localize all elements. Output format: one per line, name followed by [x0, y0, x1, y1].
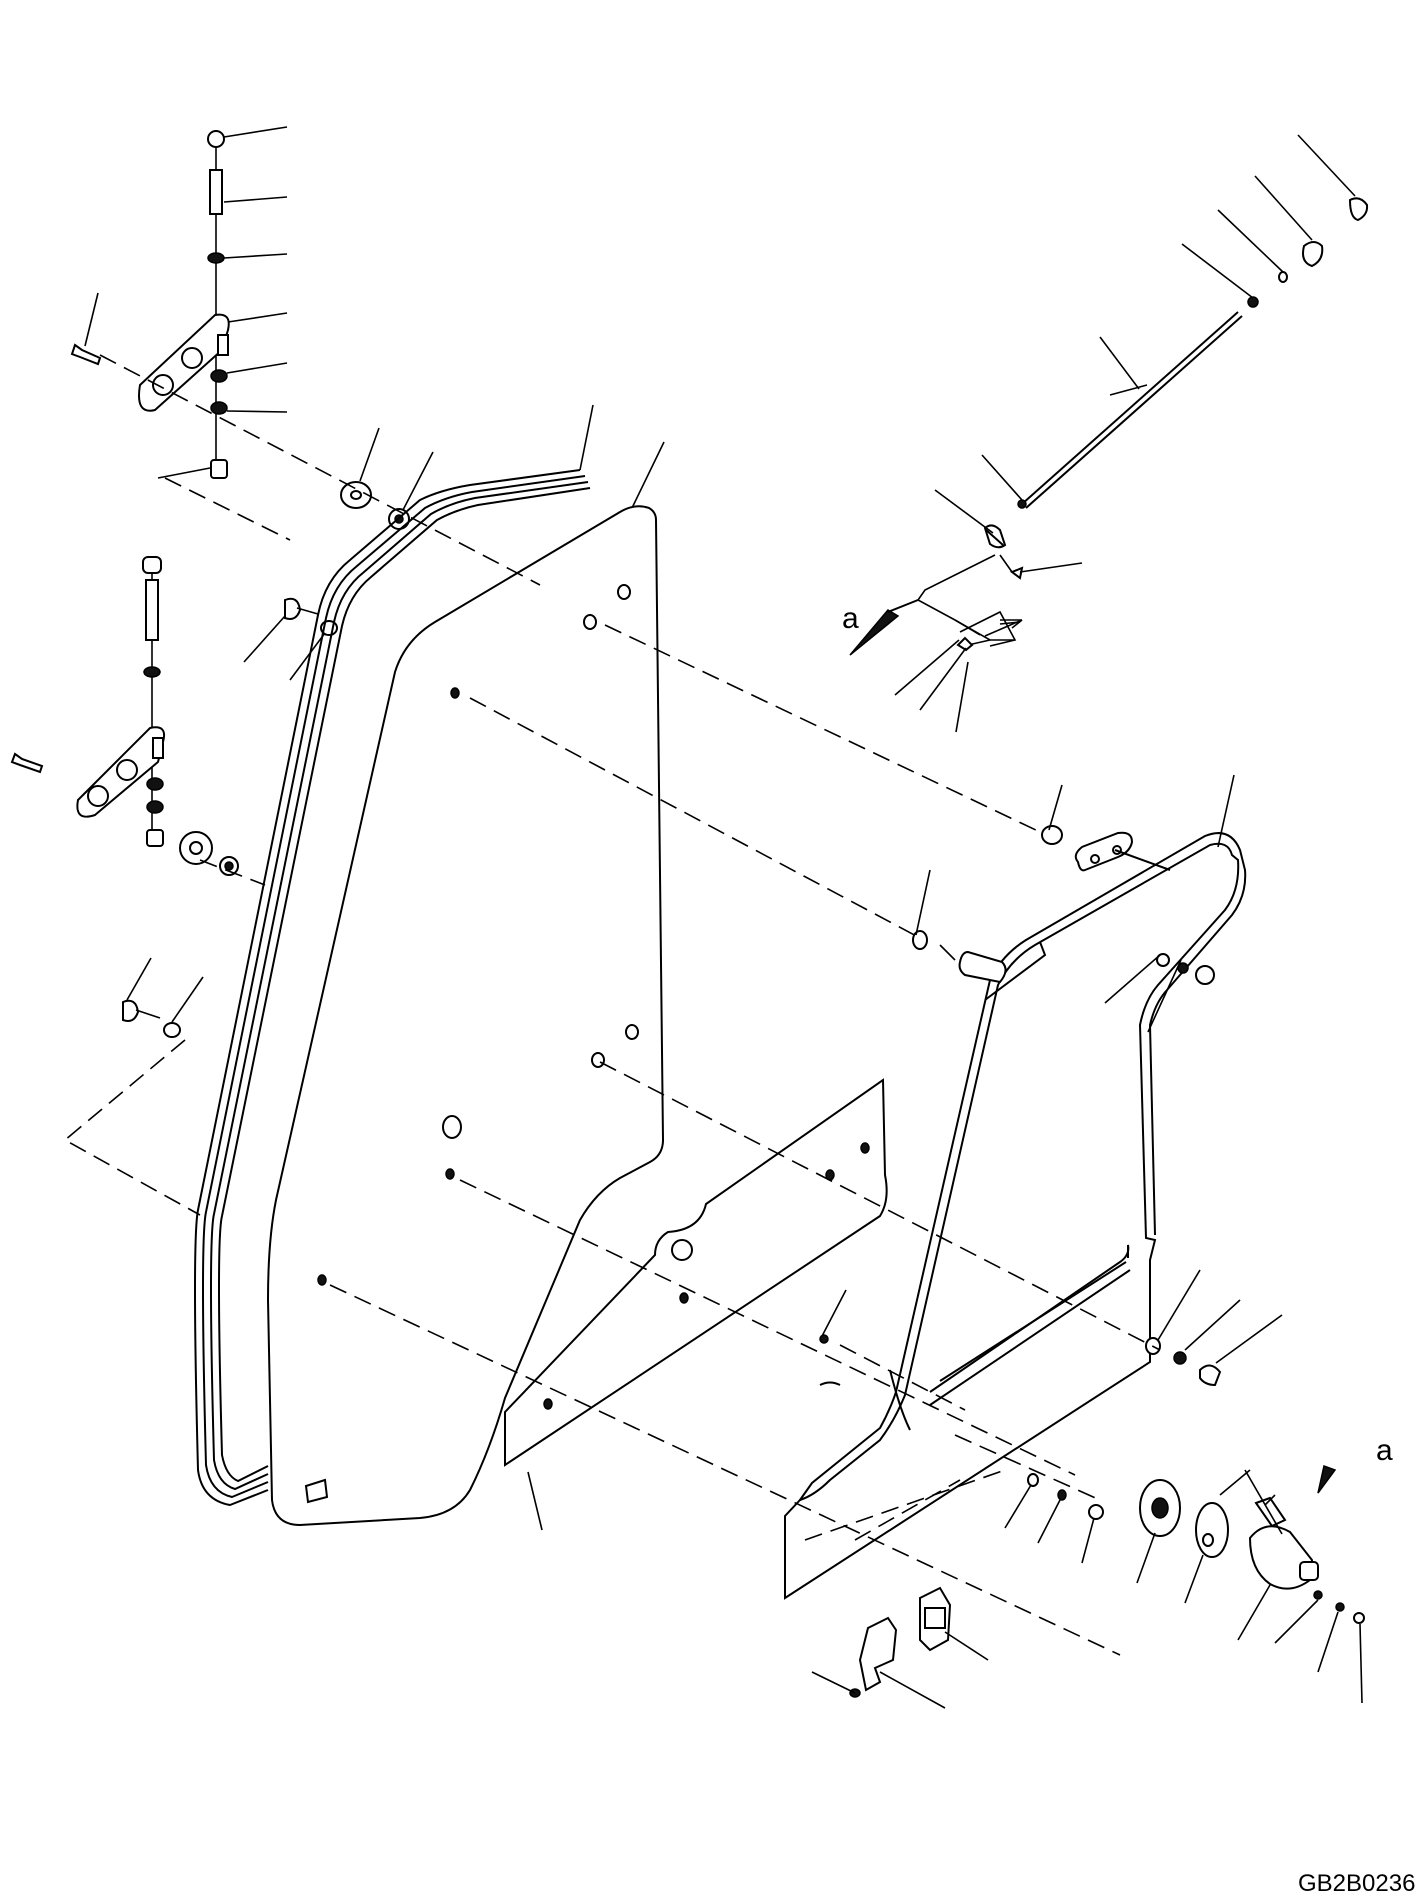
view-mark-lower: a — [1376, 1434, 1393, 1467]
lower-hinge-assembly — [10, 556, 239, 876]
door-frame — [784, 774, 1247, 1600]
rod-linkage — [849, 134, 1369, 733]
door-glass-panel — [266, 505, 665, 1527]
door-seal — [194, 404, 665, 1507]
assembly-center-lines — [63, 354, 1161, 1656]
lower-channel-strip — [504, 1078, 888, 1531]
latch-parts — [811, 1289, 1365, 1709]
left-fasteners — [122, 597, 338, 1038]
upper-hinge-assembly — [70, 126, 434, 530]
drawing-code: GB2B0236 — [1298, 1870, 1415, 1895]
frame-hardware — [1104, 953, 1283, 1387]
view-arrow-lower — [1317, 1465, 1337, 1494]
view-mark-upper: a — [842, 602, 859, 635]
